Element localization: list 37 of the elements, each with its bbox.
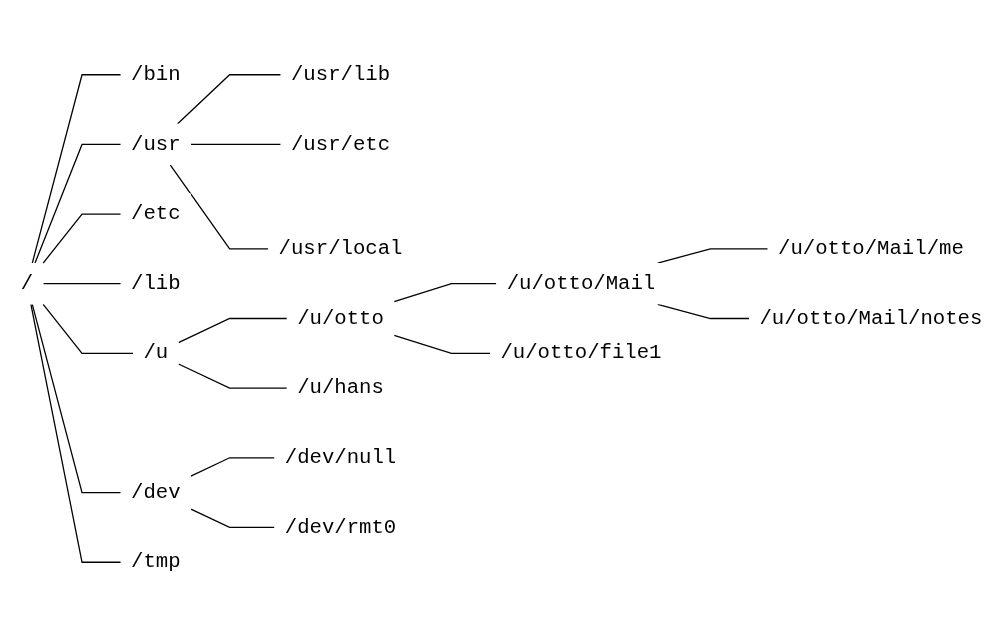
node-text: /usr: [131, 132, 181, 156]
node-text: /u: [143, 341, 169, 365]
node-text: /usr/etc: [290, 132, 391, 156]
node-text: /dev: [131, 481, 181, 505]
node-text: /usr/local: [278, 237, 403, 261]
node-text: /lib: [131, 272, 181, 296]
connector: [31, 74, 122, 264]
node-text: /tmp: [131, 550, 181, 574]
connector: [177, 363, 288, 389]
node-text: /bin: [131, 63, 181, 87]
connector: [177, 74, 282, 125]
node-text: /u/otto: [297, 306, 384, 331]
node-text: /u/hans: [297, 376, 384, 400]
connector: [42, 283, 122, 285]
connector: [190, 508, 276, 529]
connector: [190, 457, 276, 477]
connector: [34, 143, 122, 264]
node-text: /u/otto/Mail: [506, 272, 656, 296]
connector: [177, 317, 288, 344]
connector: [657, 303, 750, 320]
connector: [31, 303, 122, 494]
connector: [169, 164, 269, 250]
connector: [42, 213, 122, 264]
connector: [657, 248, 769, 264]
connector: [190, 143, 282, 146]
node-text: /dev/null: [284, 446, 397, 470]
node-text: /: [20, 272, 34, 296]
node-text: /dev/rmt0: [284, 515, 397, 540]
connector: [30, 303, 122, 563]
connector: [393, 283, 497, 303]
node-text: /u/otto/file1: [500, 341, 662, 365]
node-text: /etc: [131, 202, 181, 226]
connector: [42, 303, 134, 354]
node-text: /usr/lib: [290, 63, 391, 87]
connector: [393, 334, 491, 354]
node-text: /u/otto/Mail/notes: [759, 306, 983, 331]
node-text: /u/otto/Mail/me: [778, 237, 964, 261]
